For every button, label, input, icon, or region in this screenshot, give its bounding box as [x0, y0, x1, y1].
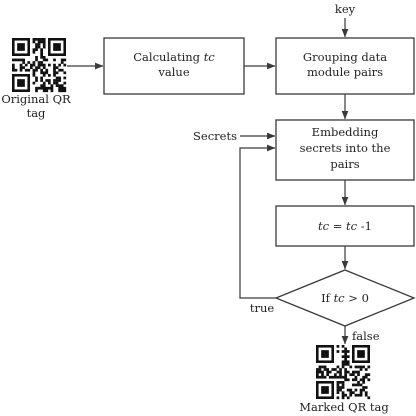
- process-box-embedding-line2: secrets into the: [300, 141, 391, 155]
- process-box-embedding: [275, 119, 415, 181]
- process-box-embedding-line3: pairs: [330, 157, 359, 171]
- result-label: Marked QR tag: [299, 400, 389, 414]
- process-box-grouping-line2: module pairs: [307, 65, 383, 79]
- edge-false-label: false: [352, 329, 380, 343]
- decision-text: If tc > 0: [321, 291, 369, 305]
- process-box-calculating-line2: value: [157, 65, 189, 79]
- process-box-embedding-line1: Embedding: [312, 125, 379, 139]
- process-box-calculating: [103, 37, 245, 95]
- process-box-decrement-text: tc = tc -1: [318, 219, 372, 233]
- qr-code-icon: [316, 345, 371, 400]
- process-box-calculating-line1: Calculating tc: [133, 50, 215, 64]
- process-box-grouping-line1: Grouping data: [303, 50, 387, 64]
- edge-true-loop: [239, 144, 276, 299]
- process-box-decrement: [275, 205, 415, 247]
- edge-true-label: true: [250, 301, 275, 315]
- source-label-line2: tag: [27, 106, 46, 120]
- input-secrets-label: Secrets: [193, 129, 237, 143]
- qr-code-icon: [12, 38, 67, 93]
- source-label-line1: Original QR: [1, 92, 71, 106]
- input-key-label: key: [335, 2, 356, 16]
- process-box-grouping: [275, 37, 415, 95]
